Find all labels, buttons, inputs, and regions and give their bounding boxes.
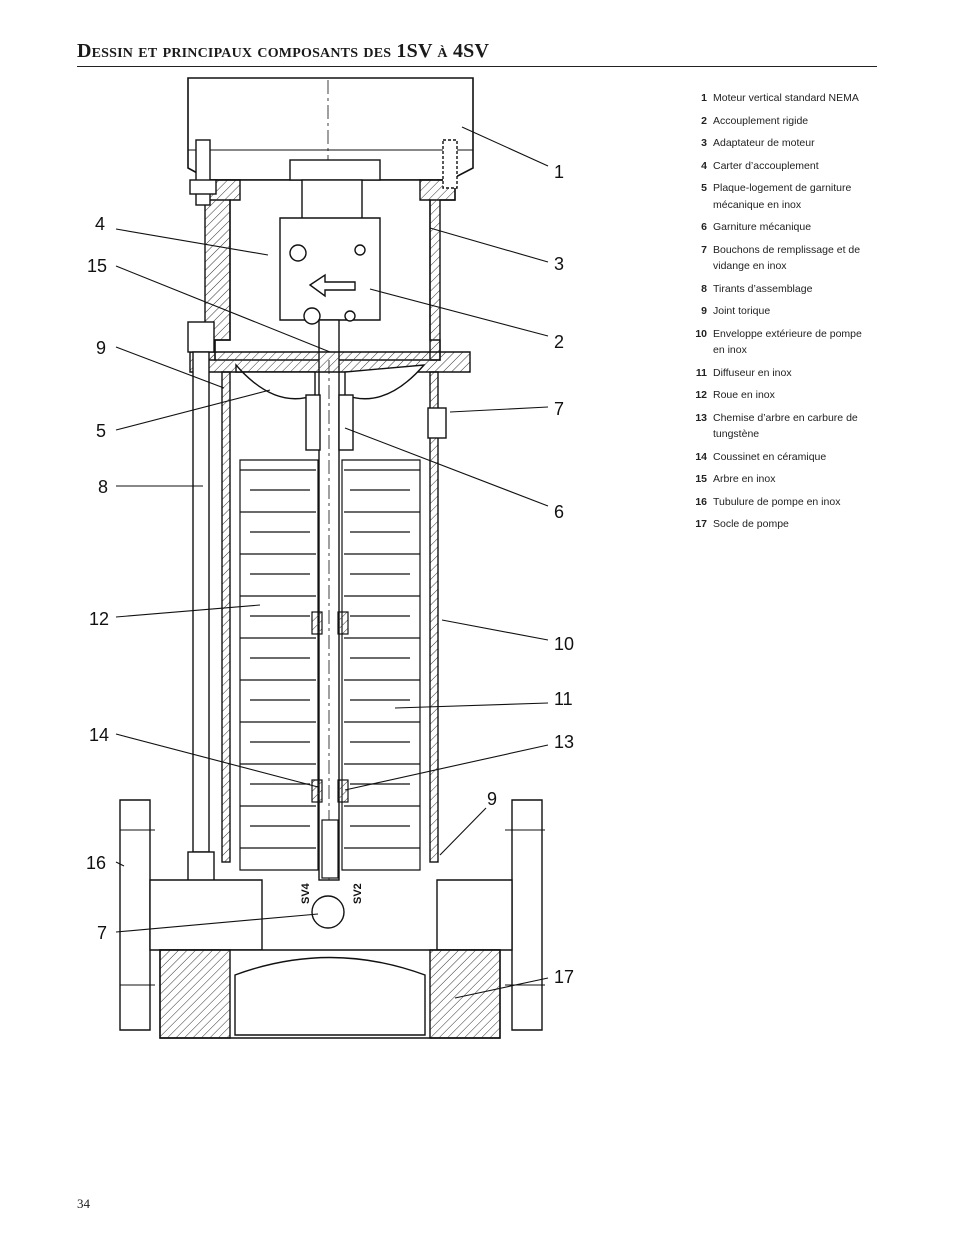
title-rule: [77, 66, 877, 67]
legend-text: Enveloppe extérieure de pompe en inox: [713, 327, 862, 357]
legend-number: 14: [695, 450, 707, 463]
stage-label-sv2: SV2: [352, 883, 364, 904]
impeller-stages: [239, 459, 421, 879]
legend-item: 13 Chemise d’arbre en carbure de tungstèn…: [692, 410, 862, 443]
callout-14: 14: [89, 725, 109, 745]
page-number: 34: [77, 1196, 90, 1211]
legend-item: 4 Carter d’accouplement: [692, 158, 862, 175]
seal-housing-plate: [189, 351, 471, 451]
legend-text: Diffuseur en inox: [713, 366, 792, 379]
callout-9-left: 9: [96, 338, 106, 358]
component-legend: 1 Moteur vertical standard NEMA 2 Accouple…: [692, 90, 862, 539]
outer-sleeve: [221, 371, 447, 863]
callout-4: 4: [95, 214, 105, 234]
legend-item: 6 Garniture mécanique: [692, 219, 862, 236]
legend-item: 1 Moteur vertical standard NEMA: [692, 90, 862, 107]
legend-number: 8: [701, 282, 707, 295]
legend-number: 16: [695, 495, 707, 508]
legend-item: 10 Enveloppe extérieure de pompe en inox: [692, 326, 862, 359]
callout-5: 5: [96, 421, 106, 441]
callout-7-left: 7: [97, 923, 107, 943]
callout-10: 10: [554, 634, 574, 654]
callout-1: 1: [554, 162, 564, 182]
legend-text: Accouplement rigide: [713, 114, 809, 127]
legend-text: Adaptateur de moteur: [713, 137, 815, 149]
legend-number: 17: [695, 518, 707, 530]
legend-number: 13: [695, 411, 707, 424]
legend-text: Socle de pompe: [713, 518, 789, 530]
legend-item: 9 Joint torique: [692, 303, 862, 320]
legend-number: 3: [701, 137, 707, 149]
callout-8: 8: [98, 477, 108, 497]
legend-item: 17 Socle de pompe: [692, 516, 862, 533]
legend-item: 14 Coussinet en céramique: [692, 449, 862, 466]
pump-cross-section-drawing: SV4 SV2 1 3 2 7 6 10 11 13 9 17 4 15 9: [86, 77, 574, 1039]
callout-16: 16: [86, 853, 106, 873]
legend-number: 4: [701, 159, 707, 172]
legend-item: 7 Bouchons de remplissage et de vidange e…: [692, 242, 862, 275]
callout-13: 13: [554, 732, 574, 752]
legend-number: 11: [695, 366, 707, 379]
stage-lines-left: [240, 469, 316, 849]
legend-number: 6: [701, 221, 707, 233]
legend-number: 5: [701, 182, 707, 194]
callout-15: 15: [87, 256, 107, 276]
callout-3: 3: [554, 254, 564, 274]
legend-item: 11 Diffuseur en inox: [692, 365, 862, 382]
callout-17: 17: [554, 967, 574, 987]
callout-9-right: 9: [487, 789, 497, 809]
legend-text: Moteur vertical standard NEMA: [713, 92, 859, 104]
stage-lines-right: [344, 469, 420, 849]
callout-11: 11: [554, 689, 573, 709]
leader-lines: [115, 126, 549, 999]
legend-item: 12 Roue en inox: [692, 387, 862, 404]
callout-2: 2: [554, 332, 564, 352]
legend-text: Joint torique: [713, 305, 771, 317]
callout-numbers: 1 3 2 7 6 10 11 13 9 17 4 15 9 5 8 12 14…: [86, 162, 574, 987]
legend-text: Roue en inox: [713, 389, 775, 401]
legend-number: 2: [701, 114, 707, 127]
legend-text: Arbre en inox: [713, 473, 776, 485]
legend-text: Garniture mécanique: [713, 221, 812, 233]
callout-6: 6: [554, 502, 564, 522]
pump-base: [119, 799, 545, 1039]
pump-shaft: [318, 319, 340, 881]
legend-number: 9: [701, 305, 707, 317]
legend-text: Coussinet en céramique: [713, 450, 827, 463]
legend-text: Plaque-logement de garniture mécanique e…: [713, 182, 852, 211]
legend-number: 15: [695, 473, 707, 485]
callout-7-right: 7: [554, 399, 564, 419]
rigid-coupling: [279, 159, 381, 325]
legend-item: 8 Tirants d’assemblage: [692, 281, 862, 298]
legend-text: Chemise d’arbre en carbure de tungstène: [713, 411, 858, 441]
legend-item: 16 Tubulure de pompe en inox: [692, 494, 862, 511]
stage-label-sv4: SV4: [300, 882, 312, 904]
legend-item: 5 Plaque-logement de garniture mécanique …: [692, 180, 862, 213]
legend-number: 7: [701, 243, 707, 256]
legend-text: Tirants d’assemblage: [713, 282, 813, 295]
legend-text: Carter d’accouplement: [713, 159, 819, 172]
legend-item: 15 Arbre en inox: [692, 471, 862, 488]
legend-number: 10: [695, 327, 707, 340]
legend-text: Tubulure de pompe en inox: [713, 495, 841, 508]
callout-12: 12: [89, 609, 109, 629]
legend-text: Bouchons de remplissage et de vidange en…: [713, 243, 861, 273]
legend-number: 12: [695, 389, 707, 401]
legend-item: 2 Accouplement rigide: [692, 113, 862, 130]
legend-item: 3 Adaptateur de moteur: [692, 135, 862, 152]
legend-number: 1: [701, 92, 707, 104]
page-title: Dessin et principaux composants des 1SV …: [77, 40, 490, 62]
